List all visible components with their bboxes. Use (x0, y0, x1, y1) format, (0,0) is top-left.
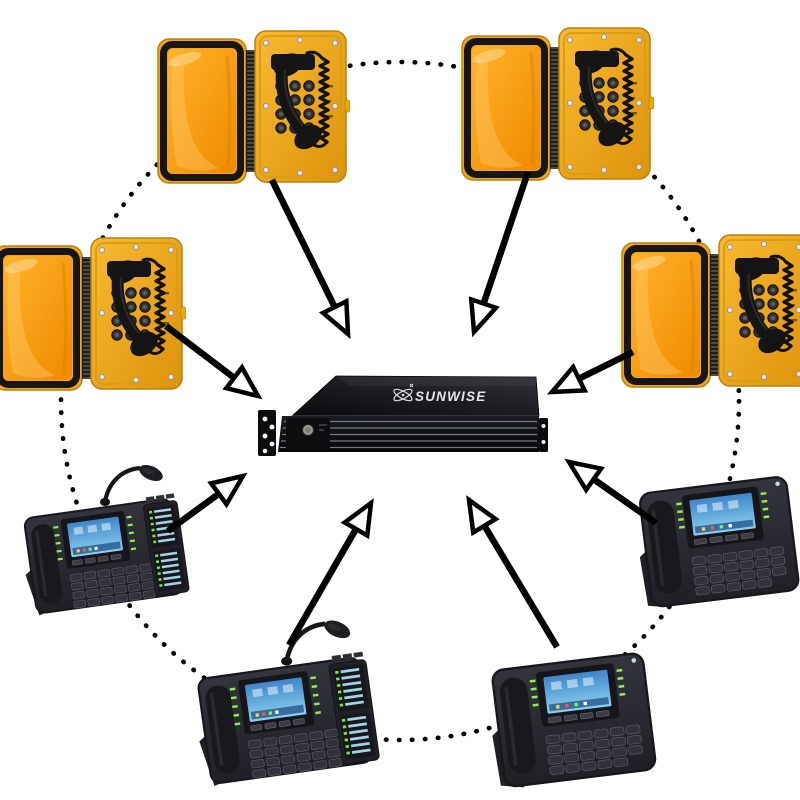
connection-arrow-shaft (481, 524, 560, 649)
connection-arrow-head (222, 363, 263, 400)
connection-arrow-head (546, 362, 589, 395)
connection-arrow-shaft (480, 170, 532, 305)
dispatch-console-bottom-left (17, 462, 190, 617)
ip-phone-bottom-right (482, 650, 659, 793)
ip-phone-right (630, 474, 800, 613)
weatherproof-telephone-top-left (158, 31, 350, 183)
connection-arrow-shaft (591, 476, 658, 526)
weatherproof-telephone-top-right (462, 28, 654, 180)
connection-arrow-shaft (286, 527, 359, 647)
connection-arrow-shaft (166, 491, 221, 534)
connection-arrow-shaft (269, 178, 338, 309)
arrows-layer (164, 170, 658, 649)
connection-arrow-head (468, 296, 500, 338)
dispatch-console-bottom-center (190, 617, 380, 787)
connection-arrow-head (340, 498, 374, 540)
connection-arrow-shaft (164, 323, 237, 381)
connection-arrow-head (318, 297, 351, 340)
connection-arrow-head (564, 458, 605, 494)
connection-arrow-head (466, 495, 500, 537)
central-server (257, 375, 549, 457)
connection-arrow-head (207, 472, 248, 509)
ring-dotted-circle (58, 59, 742, 743)
weatherproof-telephone-left (0, 238, 186, 390)
connection-arrow-shaft (577, 349, 635, 382)
weatherproof-telephone-right (622, 235, 800, 387)
